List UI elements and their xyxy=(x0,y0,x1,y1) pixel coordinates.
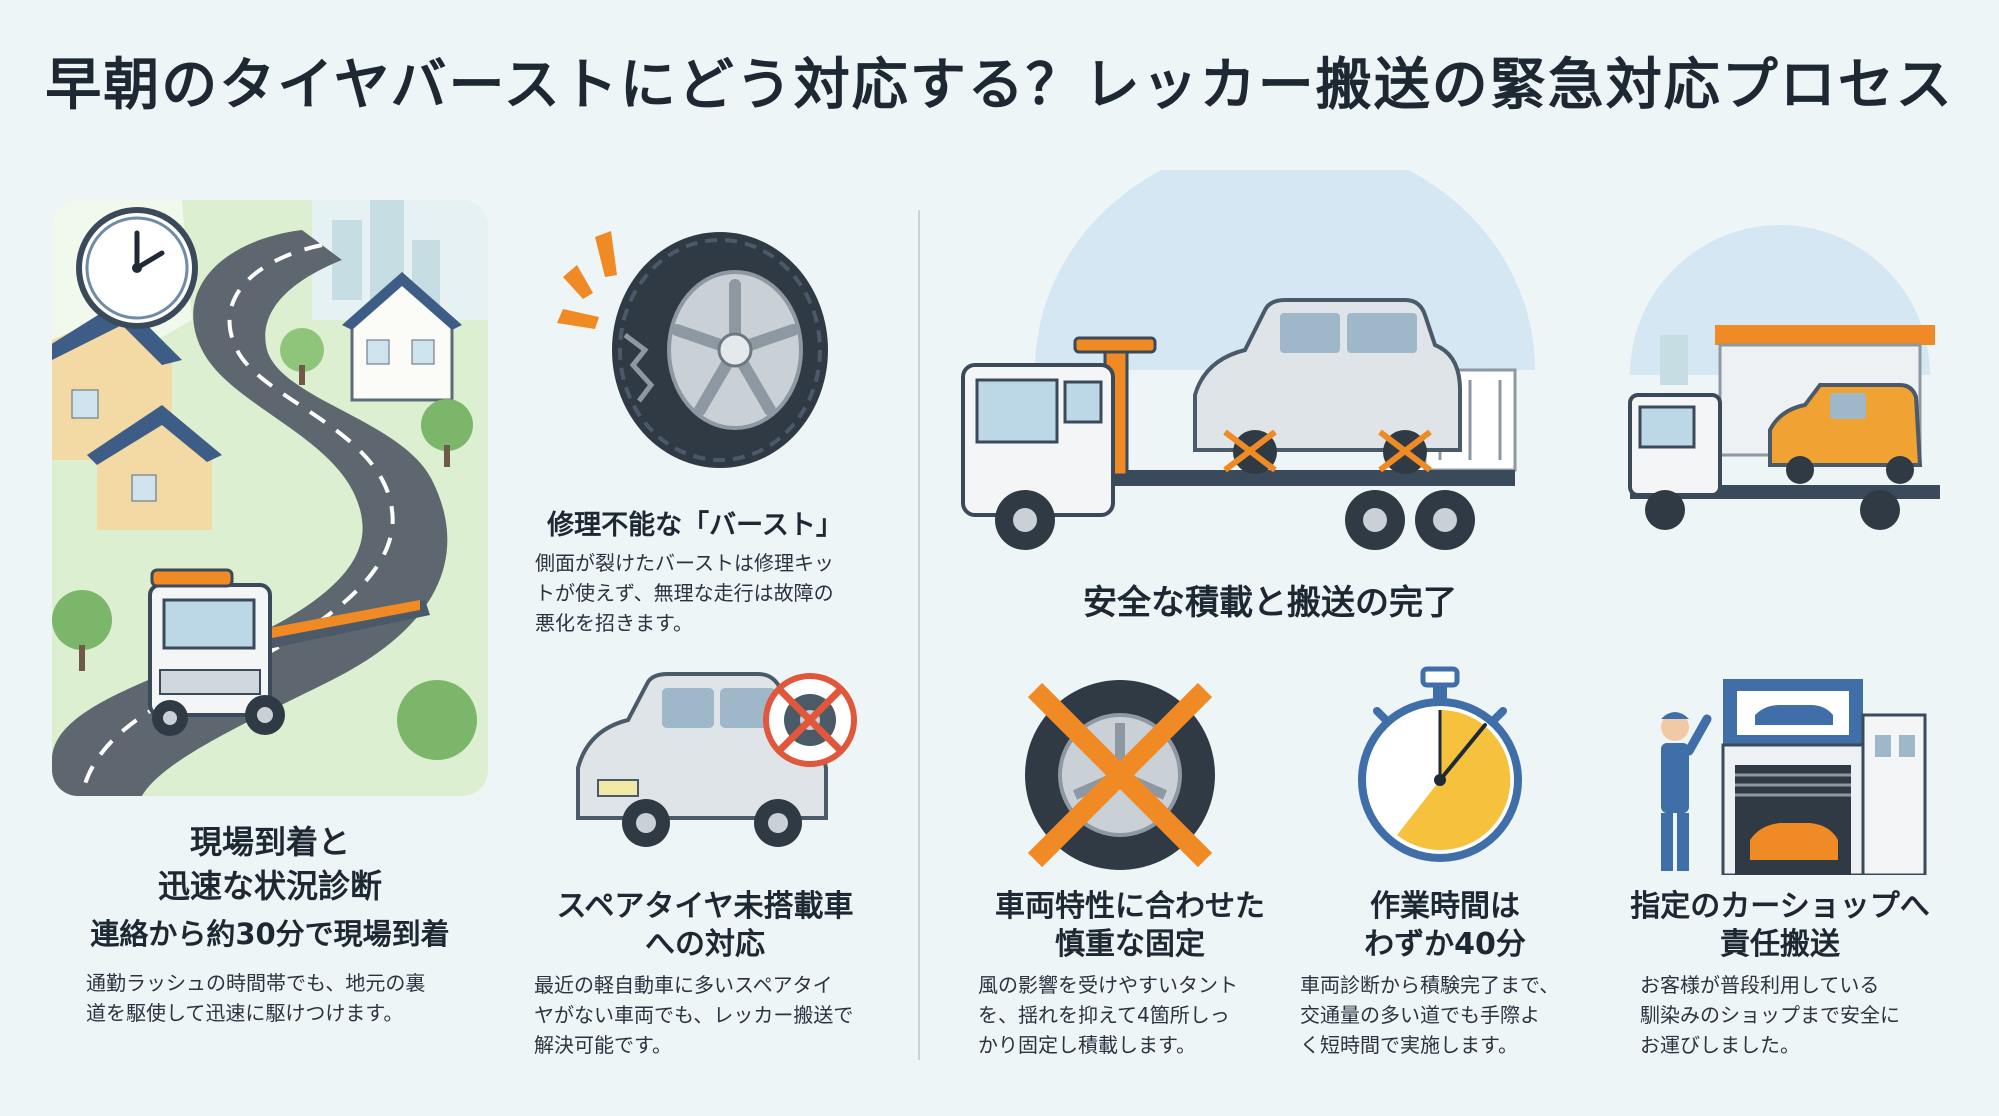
burst-tire-icon xyxy=(557,231,828,468)
loading-heading: 安全な積載と搬送の完了 xyxy=(1083,583,1457,623)
securing-body-line1: 風の影響を受けやすいタント xyxy=(978,973,1238,997)
no-spare-heading-line2: への対応 xyxy=(645,927,765,962)
arrival-body-line1: 通勤ラッシュの時間帯でも、地元の裏 xyxy=(86,971,426,995)
time-heading-line1: 作業時間は xyxy=(1370,889,1520,924)
arrival-body-line2: 道を駆使して迅速に駆けつけます。 xyxy=(86,1001,404,1025)
no-spare-car-icon xyxy=(576,672,857,847)
securing-heading-line1: 車両特性に合わせた xyxy=(995,889,1265,924)
arrival-heading-line2: 迅速な状況診断 xyxy=(157,867,382,905)
time-body-line1: 車両診断から積験完了まで、 xyxy=(1300,973,1560,997)
tow-truck-loaded xyxy=(961,170,1535,550)
no-spare-body-line2: ヤがない車両でも、レッカー搬送で xyxy=(534,1003,854,1027)
arrival-heading-line1: 現場到着と xyxy=(189,823,350,861)
road-scene xyxy=(52,200,488,796)
delivery-body-line3: お運びしました。 xyxy=(1640,1033,1800,1057)
delivery-heading-line1: 指定のカーショップへ xyxy=(1630,889,1930,924)
page-title: 早朝のタイヤバーストにどう対応する？レッカー搬送の緊急対応プロセス xyxy=(45,53,1954,118)
divider xyxy=(918,210,920,1060)
delivery-body-line1: お客様が普段利用している xyxy=(1640,973,1880,997)
securing-body-line2: を、揺れを抑えて4箇所しっ xyxy=(978,1003,1230,1027)
time-body-line3: く短時間で実施します。 xyxy=(1300,1033,1518,1057)
strapped-tire-icon xyxy=(1025,680,1215,870)
burst-body-line2: トが使えず、無理な走行は故障の xyxy=(535,581,834,605)
no-spare-body-line3: 解決可能です。 xyxy=(534,1033,672,1057)
tow-truck-icon xyxy=(148,568,430,736)
car-shop-icon xyxy=(1661,679,1927,875)
time-heading-line2: わずか40分 xyxy=(1364,927,1526,962)
no-spare-heading-line1: スペアタイヤ未搭載車 xyxy=(556,889,854,924)
delivery-heading-line2: 責任搬送 xyxy=(1720,927,1840,962)
securing-body-line3: かり固定し積載します。 xyxy=(978,1033,1196,1057)
burst-heading: 修理不能な「バースト」 xyxy=(547,510,843,541)
time-body-line2: 交通量の多い道でも手際よ xyxy=(1300,1003,1540,1027)
delivery-body-line2: 馴染みのショップまで安全に xyxy=(1640,1003,1900,1027)
burst-body-line3: 悪化を招きます。 xyxy=(535,611,693,635)
stopwatch-icon xyxy=(1358,666,1522,862)
shop-tow-scene xyxy=(1628,225,1940,530)
arrival-subheading: 連絡から約30分で現場到着 xyxy=(90,917,450,951)
no-spare-body-line1: 最近の軽自動車に多いスペアタイ xyxy=(534,973,833,997)
burst-body-line1: 側面が裂けたバーストは修理キッ xyxy=(535,551,834,575)
clock-icon xyxy=(76,207,198,329)
securing-heading-line2: 慎重な固定 xyxy=(1055,927,1205,962)
